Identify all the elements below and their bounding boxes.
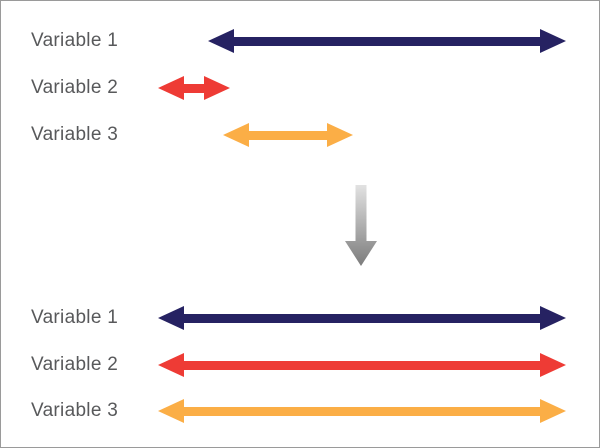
range-arrow: [158, 76, 230, 101]
variable-label: Variable 3: [31, 400, 119, 421]
arrow-head-right-icon: [540, 306, 566, 330]
range-arrow: [208, 29, 566, 54]
arrow-head-right-icon: [327, 123, 353, 147]
arrow-head-left-icon: [158, 306, 184, 330]
arrow-head-left-icon: [158, 399, 184, 423]
variable-row: Variable 3: [1, 120, 599, 150]
variable-label: Variable 1: [31, 30, 119, 51]
variable-row: Variable 1: [1, 26, 599, 56]
arrow-head-left-icon: [223, 123, 249, 147]
arrow-head-left-icon: [208, 29, 234, 53]
arrow-head-right-icon: [540, 29, 566, 53]
variable-label: Variable 2: [31, 354, 119, 375]
arrow-head-right-icon: [540, 399, 566, 423]
arrow-head-right-icon: [204, 76, 230, 100]
arrow-shaft: [183, 406, 541, 416]
down-arrow-icon: [345, 185, 377, 266]
arrow-shaft: [183, 313, 541, 323]
arrow-head-left-icon: [158, 76, 184, 100]
variable-row: Variable 2: [1, 350, 599, 380]
variable-row: Variable 2: [1, 73, 599, 103]
variable-row: Variable 3: [1, 396, 599, 426]
arrow-head-left-icon: [158, 353, 184, 377]
variable-label: Variable 3: [31, 124, 119, 145]
variable-label: Variable 2: [31, 77, 119, 98]
variable-row: Variable 1: [1, 303, 599, 333]
arrow-shaft: [248, 130, 328, 140]
range-arrow: [223, 123, 353, 148]
arrow-shaft: [233, 36, 541, 46]
range-arrow: [158, 306, 566, 331]
arrow-shaft: [183, 83, 205, 93]
variable-label: Variable 1: [31, 307, 119, 328]
arrow-head-right-icon: [540, 353, 566, 377]
range-arrow: [158, 399, 566, 424]
arrow-shaft: [183, 360, 541, 370]
range-arrow: [158, 353, 566, 378]
